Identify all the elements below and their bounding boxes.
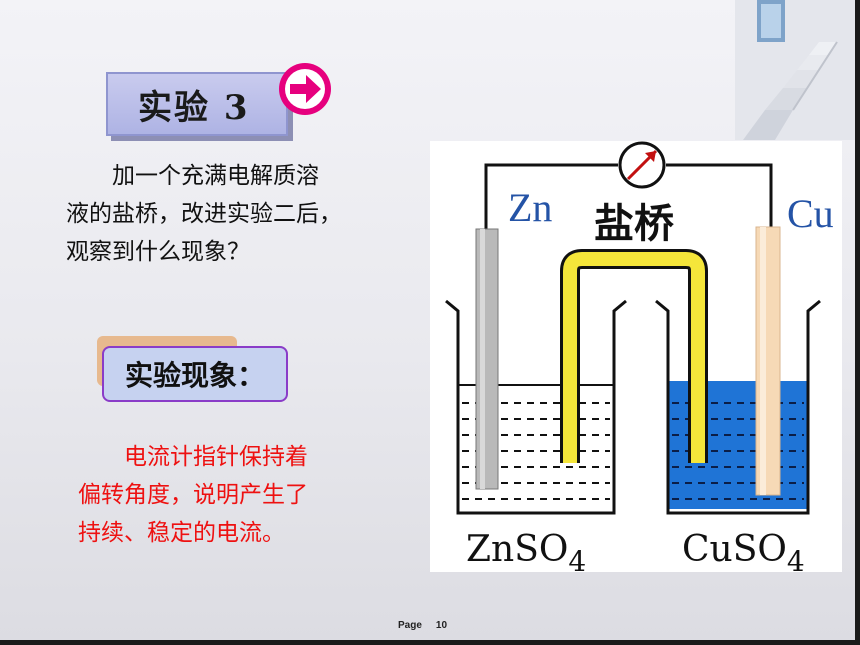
question-line: 观察到什么现象？ <box>66 239 250 265</box>
experiment-title-box: 实验 3 <box>106 72 288 136</box>
page-number: 10 <box>435 620 448 631</box>
experiment-title: 实验 3 <box>138 87 250 128</box>
cu-label: Cu <box>787 191 834 236</box>
zn-label: Zn <box>508 185 552 230</box>
result-text: 电流计指针保持着 偏转角度，说明产生了 持续、稳定的电流。 <box>78 438 428 552</box>
observation-label: 实验现象： <box>102 346 288 402</box>
zinc-electrode <box>475 228 499 490</box>
footer-label: Page <box>398 620 422 631</box>
left-beaker <box>445 299 627 515</box>
cuso4-label: CuSO4 <box>682 529 805 572</box>
galvanometer-icon <box>618 141 666 189</box>
question-text: 加一个充满电解质溶 液的盐桥，改进实验二后， 观察到什么现象？ <box>66 157 450 271</box>
result-line: 偏转角度，说明产生了 <box>78 482 308 508</box>
bottom-frame-edge <box>0 640 860 645</box>
question-line: 液的盐桥，改进实验二后， <box>66 201 342 227</box>
salt-bridge-label: 盐桥 <box>594 201 674 247</box>
page-footer: Page 10 <box>398 620 447 631</box>
copper-electrode <box>755 226 781 496</box>
staircase-decoration-icon <box>735 0 855 140</box>
result-line: 电流计指针保持着 <box>78 444 308 470</box>
right-frame-edge <box>855 0 860 645</box>
wire-left <box>484 163 618 241</box>
question-line: 加一个充满电解质溶 <box>66 163 319 189</box>
right-beaker <box>655 299 821 515</box>
arrow-right-icon[interactable] <box>276 60 334 118</box>
salt-bridge <box>563 252 705 463</box>
wire-right <box>666 163 773 231</box>
galvanic-cell-diagram: Zn Cu 盐桥 ZnSO4 CuSO4 <box>430 141 842 572</box>
znso4-label: ZnSO4 <box>466 529 586 572</box>
result-line: 持续、稳定的电流。 <box>78 520 285 546</box>
